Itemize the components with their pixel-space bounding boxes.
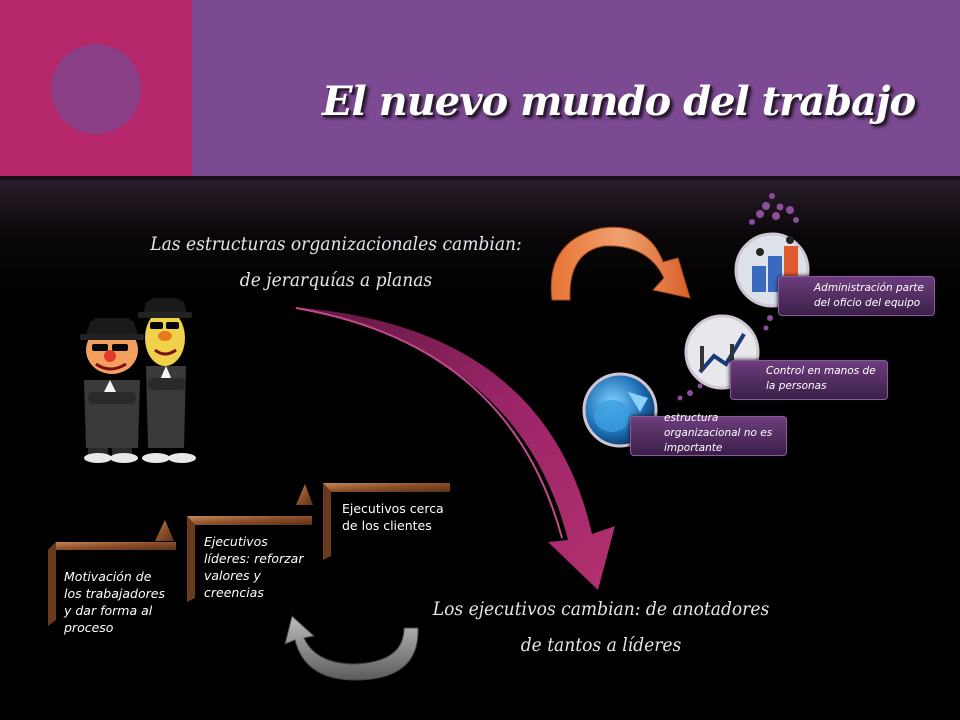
circle-label-3: estructura organizacional no es importan… [664,412,773,454]
orange-loop-arrow-icon [550,226,691,301]
dotted-trail-icon [677,193,799,401]
big-curved-arrow-icon [292,307,615,590]
circle-label-box-1 [778,276,935,316]
cartoon-characters-illustration [80,298,196,463]
step-label-2: Ejecutivos líderes: reforzar valores y c… [204,534,304,600]
structures-change-text: Las estructuras organizacionales cambian… [150,233,522,291]
header-divider [0,176,960,180]
executives-change-text: Los ejecutivos cambian: de anotadores de… [432,598,770,656]
circle-label-2: Control en manos de la personas [766,365,876,392]
decorative-circle [51,44,141,134]
step-label-3: Ejecutivos cerca de los clientes [342,501,444,533]
slide-title: El nuevo mundo del trabajo [322,78,916,125]
step-label-1: Motivación de los trabajadores y dar for… [64,569,165,635]
header-purple-block [192,0,960,176]
gray-loop-arrow-icon [284,615,419,681]
circle-label-box-3 [630,416,787,456]
circle-label-box-2 [730,360,888,400]
circle-label-1: Administración parte del oficio del equi… [814,282,925,309]
bronze-steps-icon [48,483,450,626]
